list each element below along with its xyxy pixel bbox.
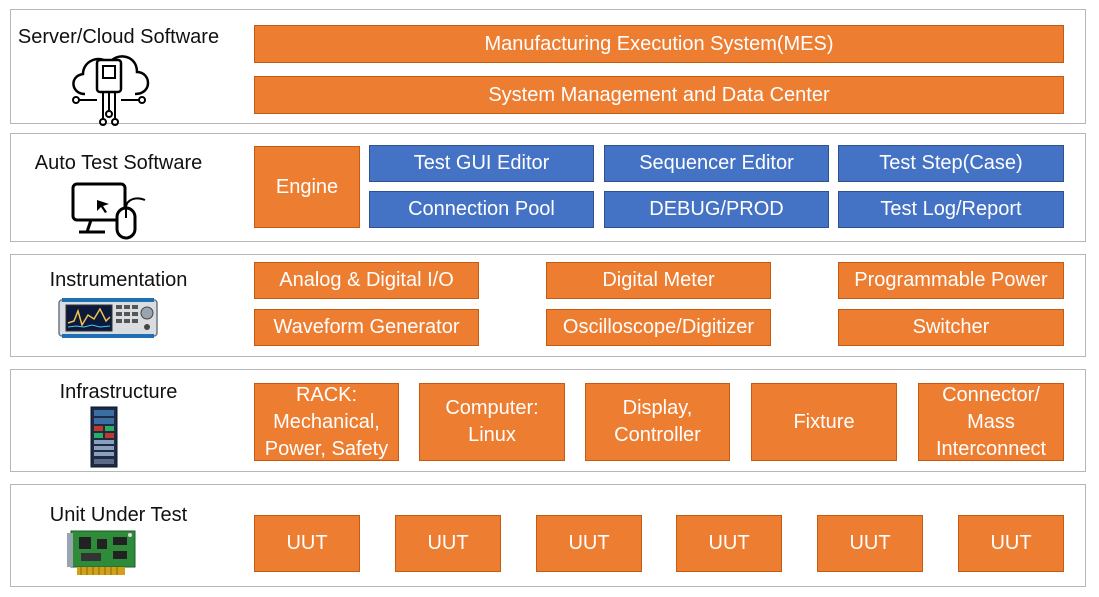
- circuit-board-icon: [67, 529, 139, 584]
- oscilloscope-digitizer-box: Oscilloscope/Digitizer: [546, 309, 771, 346]
- server-rack-icon: [90, 406, 118, 473]
- connector-box: Connector/ Mass Interconnect: [918, 383, 1064, 461]
- layer-server-cloud: Server/Cloud Software Manufacturing Exec…: [10, 9, 1086, 126]
- layer-instrumentation: Instrumentation Analog & Digital I/O Dig…: [10, 254, 1086, 357]
- fixture-box: Fixture: [751, 383, 897, 461]
- sequencer-editor-box: Sequencer Editor: [604, 145, 829, 182]
- layer-infrastructure: Infrastructure RACK: Mechanical, Power, …: [10, 369, 1086, 472]
- layer-title: Server/Cloud Software: [17, 26, 220, 48]
- connection-pool-box: Connection Pool: [369, 191, 594, 228]
- computer-linux-box: Computer: Linux: [419, 383, 565, 461]
- uut-box: UUT: [254, 515, 360, 572]
- uut-box: UUT: [536, 515, 642, 572]
- layer-title: Auto Test Software: [34, 152, 203, 174]
- layer-unit-under-test: Unit Under Test UUT UUT UUT UUT UUT UUT: [10, 484, 1086, 587]
- layer-title: Instrumentation: [49, 269, 188, 291]
- computer-mouse-icon: [71, 182, 156, 249]
- display-controller-box: Display, Controller: [585, 383, 730, 461]
- system-management-box: System Management and Data Center: [254, 76, 1064, 114]
- waveform-generator-box: Waveform Generator: [254, 309, 479, 346]
- layer-auto-test-software: Auto Test Software Engine Test GUI Edito…: [10, 133, 1086, 242]
- rack-box: RACK: Mechanical, Power, Safety: [254, 383, 399, 461]
- programmable-power-box: Programmable Power: [838, 262, 1064, 299]
- test-log-report-box: Test Log/Report: [838, 191, 1064, 228]
- digital-meter-box: Digital Meter: [546, 262, 771, 299]
- uut-box: UUT: [817, 515, 923, 572]
- debug-prod-box: DEBUG/PROD: [604, 191, 829, 228]
- layer-title: Unit Under Test: [49, 504, 188, 526]
- switcher-box: Switcher: [838, 309, 1064, 346]
- layer-title: Infrastructure: [59, 381, 178, 403]
- test-gui-editor-box: Test GUI Editor: [369, 145, 594, 182]
- test-step-box: Test Step(Case): [838, 145, 1064, 182]
- engine-box: Engine: [254, 146, 360, 228]
- instrument-icon: [58, 297, 158, 344]
- uut-box: UUT: [395, 515, 501, 572]
- uut-box: UUT: [958, 515, 1064, 572]
- analog-digital-io-box: Analog & Digital I/O: [254, 262, 479, 299]
- uut-box: UUT: [676, 515, 782, 572]
- mes-box: Manufacturing Execution System(MES): [254, 25, 1064, 63]
- cloud-chip-icon: [65, 50, 155, 135]
